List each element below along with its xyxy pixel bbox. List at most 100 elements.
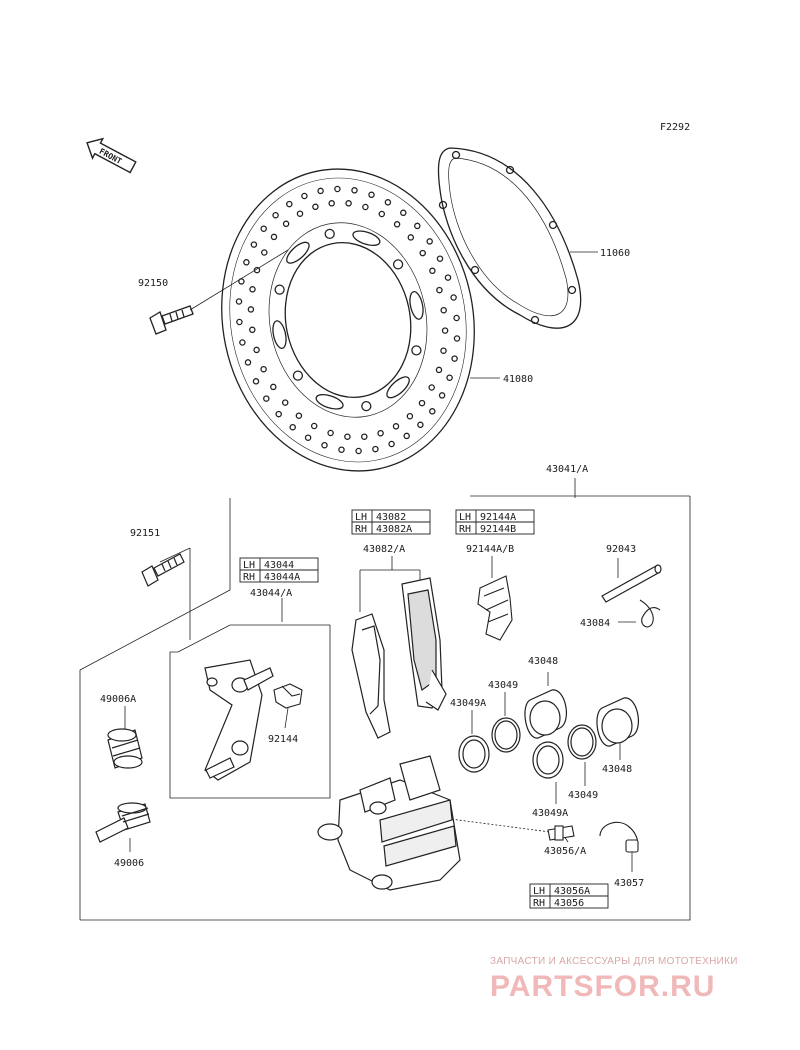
label-41080: 41080: [503, 374, 533, 385]
disc-hole: [253, 266, 261, 274]
bleeder-cap: [599, 821, 639, 853]
disc-hole: [304, 434, 312, 441]
table-43056: LH 43056A RH 43056: [529, 883, 609, 909]
disc-hole: [327, 429, 334, 437]
table-cell: 43082A: [376, 524, 412, 535]
disc-hole: [429, 267, 436, 275]
table-cell: 92144A: [480, 512, 516, 523]
disc-hole: [388, 440, 395, 448]
table-43044: LH 43044 RH 43044A: [239, 557, 319, 583]
disc-hole: [355, 447, 362, 455]
disc-hole: [361, 433, 368, 440]
disc-hole: [250, 241, 258, 248]
disc-bolt-hole: [324, 228, 335, 240]
disc-bolt-hole: [392, 259, 404, 270]
disc-hole: [414, 222, 421, 230]
disc-hole: [453, 314, 460, 322]
disc-bolt-hole: [361, 400, 372, 412]
caliper-bracket: [204, 659, 274, 781]
disc-hole: [286, 200, 293, 208]
disc-hole: [451, 355, 458, 362]
label-43044: 43044/A: [250, 588, 292, 599]
disc-hole: [289, 423, 296, 431]
label-92144: 92144: [268, 734, 298, 745]
label-43049a-b: 43049A: [532, 808, 568, 819]
label-43041: 43041/A: [546, 464, 588, 475]
label-43056: 43056/A: [544, 846, 586, 857]
table-cell: RH: [533, 898, 545, 909]
disc-gasket: [437, 147, 582, 329]
disc-hole: [440, 347, 447, 354]
disc-hole: [239, 339, 246, 346]
disc-hole: [275, 410, 282, 418]
pistons-and-seals: [458, 689, 640, 779]
table-92144: LH 92144A RH 92144B: [455, 509, 535, 535]
table-cell: 43044A: [264, 572, 300, 583]
disc-hole: [378, 210, 386, 218]
disc-hole: [270, 233, 278, 241]
disc-hole: [400, 209, 407, 217]
disc-hole: [249, 286, 256, 293]
table-cell: 43056: [554, 898, 584, 909]
disc-hole: [263, 395, 270, 402]
brake-disc: [221, 168, 475, 472]
disc-hole: [253, 346, 260, 354]
disc-hole: [426, 238, 433, 245]
table-cell: RH: [243, 572, 255, 583]
disc-hole: [281, 399, 289, 406]
disc-slot: [386, 376, 410, 399]
table-cell: LH: [533, 886, 545, 897]
disc-slot: [409, 290, 424, 320]
pad-pin: [601, 564, 662, 603]
bushing-and-slide-pin: [95, 728, 151, 843]
table-cell: LH: [459, 512, 471, 523]
label-43048-a: 43048: [528, 656, 558, 667]
disc-hole: [428, 384, 435, 391]
disc-hole: [301, 192, 308, 200]
disc-hole: [436, 286, 443, 294]
disc-hole: [429, 408, 436, 415]
disc-hole: [345, 200, 352, 207]
disc-hole: [243, 259, 250, 266]
disc-slot: [315, 393, 344, 410]
disc-hole: [296, 210, 304, 217]
disc-hole: [418, 399, 426, 407]
disc-hole: [384, 199, 392, 206]
label-92151: 92151: [130, 528, 160, 539]
disc-hole: [334, 185, 341, 193]
leader-lines: [79, 251, 691, 921]
disc-hole: [236, 318, 243, 326]
table-cell: RH: [459, 524, 471, 535]
disc-holes: [235, 185, 461, 455]
disc-hole: [368, 191, 375, 199]
disc-hole: [407, 234, 415, 241]
disc-bolt: [149, 305, 194, 335]
brake-pads: [351, 577, 447, 739]
watermark-brand: PARTSFOR.RU: [490, 970, 715, 1003]
disc-hole: [235, 298, 243, 305]
pin-clip: [639, 599, 661, 628]
disc-bolt-hole: [292, 370, 304, 381]
figure-code: F2292: [660, 122, 690, 133]
caliper-body: [317, 755, 461, 891]
disc-slot: [286, 241, 310, 264]
disc-hole: [260, 225, 267, 232]
disc-hole: [403, 432, 410, 440]
label-43084: 43084: [580, 618, 610, 629]
label-49006: 49006: [114, 858, 144, 869]
side-tables: LH 43044 RH 43044A LH 43082 RH 43082A LH…: [239, 509, 609, 909]
disc-hole: [328, 200, 335, 207]
disc-hole: [417, 421, 424, 429]
front-arrow-icon: FRONT: [86, 137, 137, 174]
disc-hole: [344, 433, 351, 440]
label-43049-a: 43049: [488, 680, 518, 691]
disc-hole: [372, 445, 379, 453]
disc-bolt-hole: [411, 345, 422, 356]
disc-hole: [272, 211, 279, 219]
bleeder-valve: [547, 825, 575, 841]
disc-hole: [446, 374, 453, 381]
label-43048-b: 43048: [602, 764, 632, 775]
label-43082: 43082/A: [363, 544, 405, 555]
